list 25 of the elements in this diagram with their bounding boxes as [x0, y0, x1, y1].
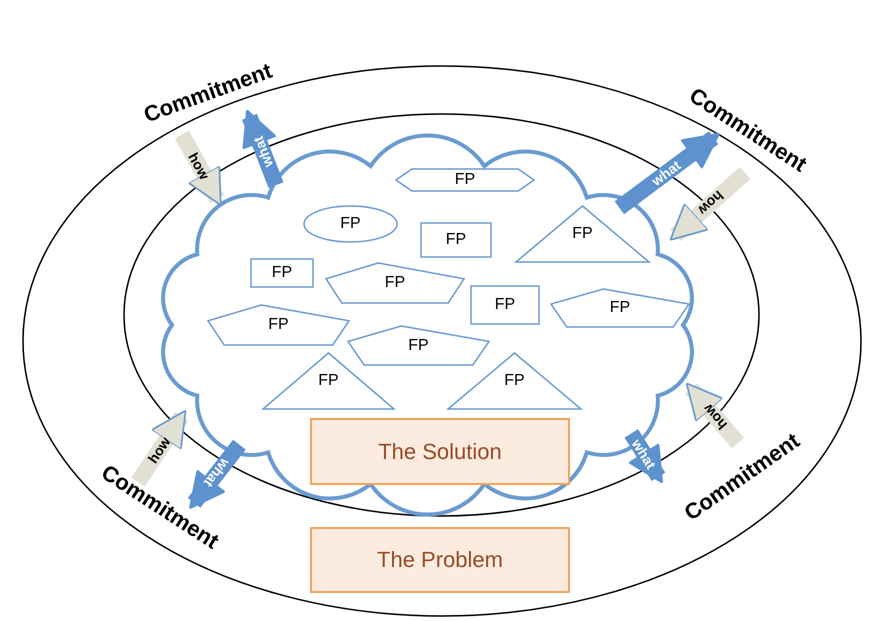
shape-label: FP: [610, 299, 630, 317]
block-arrow: [188, 440, 246, 510]
shape-label: FP: [272, 264, 292, 282]
block-arrow: [685, 382, 744, 448]
edge-label: how: [185, 150, 213, 182]
shape-label: FP: [572, 225, 593, 243]
shape-label: FP: [384, 274, 406, 292]
shape-label: FP: [408, 336, 429, 354]
box-label: The Solution: [378, 438, 502, 464]
shape-label: FP: [318, 372, 339, 390]
shape-label: FP: [446, 231, 466, 249]
block-arrow: [242, 109, 284, 188]
shape-label: FP: [454, 171, 476, 189]
text-box: [310, 418, 570, 485]
shape-label: FP: [504, 372, 525, 390]
text-box: [310, 527, 570, 593]
shape-label: FP: [494, 296, 516, 314]
box-label: The Problem: [377, 547, 503, 573]
block-arrow: [614, 131, 720, 214]
shape-label: FP: [340, 215, 361, 233]
block-arrow: [175, 130, 224, 206]
block-arrow: [131, 410, 188, 486]
edge-label: what: [250, 134, 276, 170]
edge-label: how: [695, 188, 727, 219]
shape-label: FP: [268, 316, 289, 334]
